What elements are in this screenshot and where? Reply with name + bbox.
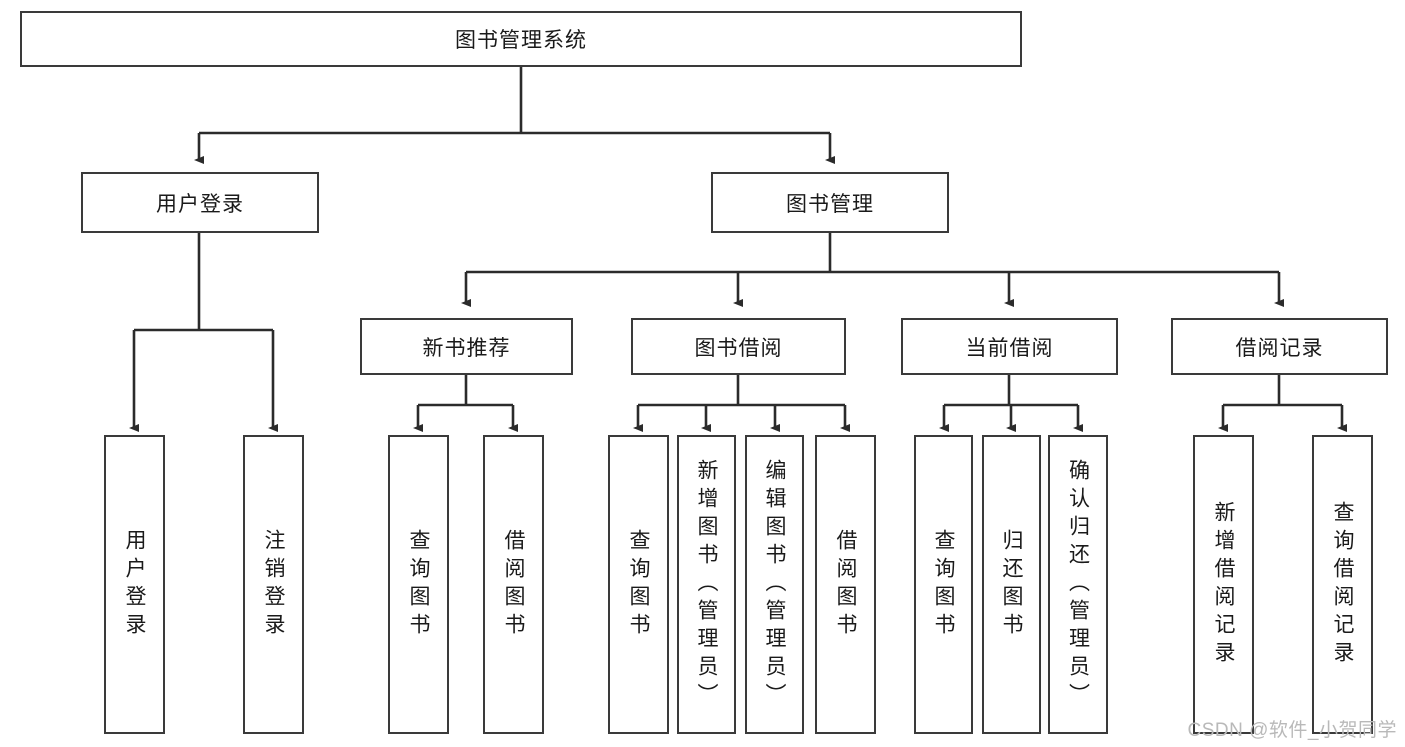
node-leaf-user-login-label: 用户登录: [123, 528, 146, 641]
node-leaf-query-book-2[interactable]: 查询图书: [608, 435, 669, 734]
node-root-label: 图书管理系统: [455, 29, 587, 52]
node-leaf-confirm-return-label: 确认归还（管理员）: [1066, 458, 1090, 711]
node-leaf-add-record[interactable]: 新增借阅记录: [1193, 435, 1254, 734]
node-leaf-edit-book[interactable]: 编辑图书（管理员）: [745, 435, 804, 734]
node-leaf-user-login[interactable]: 用户登录: [104, 435, 165, 734]
node-book-borrow[interactable]: 图书借阅: [631, 318, 846, 375]
node-borrow-record[interactable]: 借阅记录: [1171, 318, 1388, 375]
node-leaf-user-logout[interactable]: 注销登录: [243, 435, 304, 734]
node-leaf-query-book-3-label: 查询图书: [932, 528, 955, 641]
node-root[interactable]: 图书管理系统: [20, 11, 1022, 67]
node-leaf-query-book-2-label: 查询图书: [627, 528, 650, 641]
node-leaf-edit-book-label: 编辑图书（管理员）: [763, 458, 786, 711]
node-leaf-add-book-label: 新增图书（管理员）: [695, 458, 718, 711]
node-user-login-label: 用户登录: [156, 192, 244, 216]
node-leaf-add-book[interactable]: 新增图书（管理员）: [677, 435, 736, 734]
node-leaf-borrow-book-1[interactable]: 借阅图书: [483, 435, 544, 734]
node-leaf-query-book-1[interactable]: 查询图书: [388, 435, 449, 734]
node-leaf-return-book-label: 归还图书: [1000, 528, 1023, 641]
node-new-book-recommend[interactable]: 新书推荐: [360, 318, 573, 375]
node-book-borrow-label: 图书借阅: [694, 336, 783, 360]
node-leaf-query-book-3[interactable]: 查询图书: [914, 435, 973, 734]
node-leaf-confirm-return[interactable]: 确认归还（管理员）: [1048, 435, 1108, 734]
node-user-login[interactable]: 用户登录: [81, 172, 319, 233]
node-new-book-recommend-label: 新书推荐: [422, 336, 511, 360]
node-leaf-query-record-label: 查询借阅记录: [1331, 500, 1354, 669]
node-leaf-query-record[interactable]: 查询借阅记录: [1312, 435, 1373, 734]
node-leaf-add-record-label: 新增借阅记录: [1212, 500, 1235, 669]
node-borrow-record-label: 借阅记录: [1235, 336, 1324, 360]
node-leaf-query-book-1-label: 查询图书: [407, 528, 430, 641]
node-leaf-user-logout-label: 注销登录: [262, 528, 285, 641]
node-current-borrow-label: 当前借阅: [965, 336, 1054, 360]
node-book-manage-label: 图书管理: [786, 192, 874, 216]
watermark-label: CSDN @软件_小贺同学: [1187, 720, 1397, 741]
node-leaf-borrow-book-1-label: 借阅图书: [502, 528, 525, 641]
node-leaf-borrow-book-2-label: 借阅图书: [834, 528, 857, 641]
node-current-borrow[interactable]: 当前借阅: [901, 318, 1118, 375]
node-book-manage[interactable]: 图书管理: [711, 172, 949, 233]
node-leaf-return-book[interactable]: 归还图书: [982, 435, 1041, 734]
node-leaf-borrow-book-2[interactable]: 借阅图书: [815, 435, 876, 734]
